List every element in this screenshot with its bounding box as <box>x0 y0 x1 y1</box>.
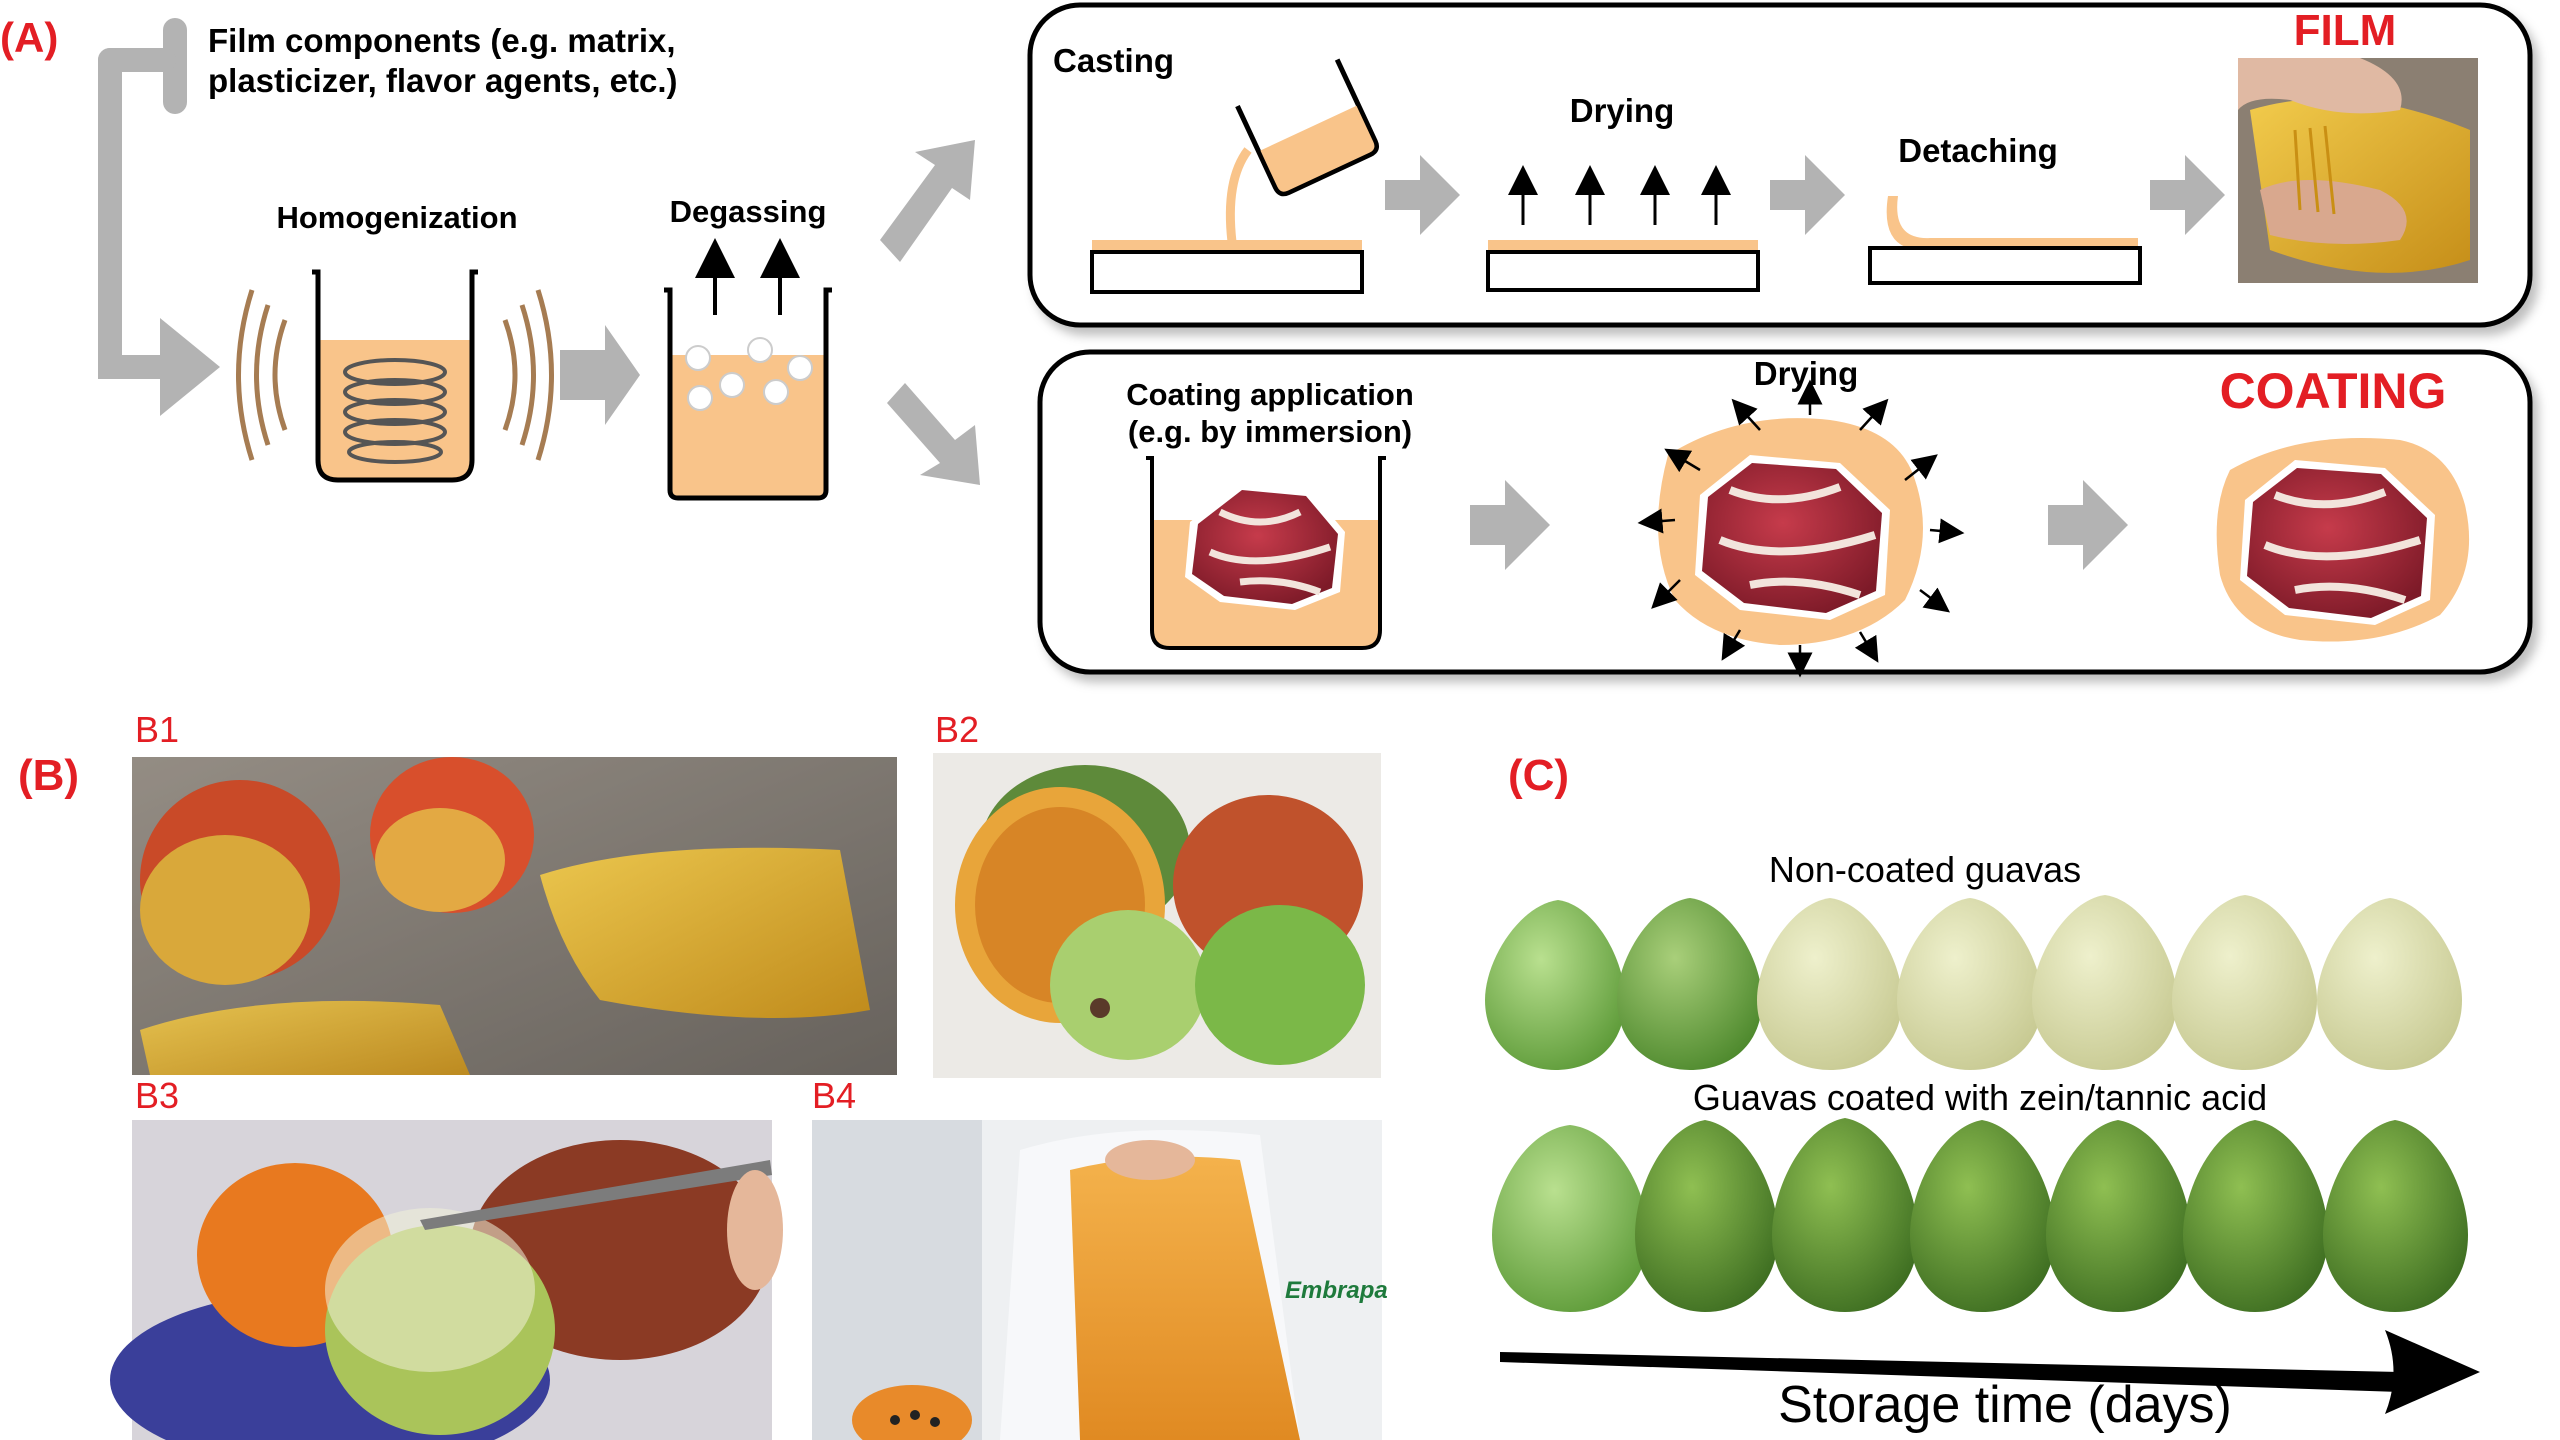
guava-noncoated-day1 <box>1485 900 1625 1070</box>
film-arrow-1 <box>1385 155 1460 235</box>
detaching-label: Detaching <box>1898 132 2058 169</box>
degassing-label: Degassing <box>670 194 827 229</box>
film-arrow-2 <box>1770 155 1845 235</box>
coating-drying-label: Drying <box>1754 355 1859 392</box>
guava-coated-day3 <box>1772 1118 1918 1312</box>
guava-noncoated-day2 <box>1617 898 1762 1070</box>
panel-a: (A) Film components (e.g. matrix, plasti… <box>0 2 2533 678</box>
row1-title: Non-coated guavas <box>1769 849 2081 890</box>
degassing-beaker <box>664 238 832 501</box>
film-drying-illustration <box>1486 165 1760 292</box>
detaching-illustration <box>1868 196 2142 285</box>
coated-guava-row <box>1492 1118 2468 1312</box>
vibration-lines-icon <box>236 289 554 461</box>
guava-noncoated-day5 <box>2032 895 2177 1070</box>
storage-time-label: Storage time (days) <box>1778 1376 2232 1434</box>
panel-b-label: (B) <box>18 751 79 800</box>
guava-noncoated-day4 <box>1897 898 2042 1070</box>
guava-coated-day1 <box>1492 1125 1648 1312</box>
photo-b1-label: B1 <box>135 709 179 750</box>
panel-a-label: (A) <box>0 14 58 61</box>
components-text-line2: plasticizer, flavor agents, etc.) <box>208 62 678 99</box>
storage-time-arrow <box>1500 1330 2480 1414</box>
guava-coated-day5 <box>2046 1120 2191 1312</box>
guava-noncoated-day3 <box>1757 898 1902 1070</box>
pouring-beaker-icon <box>1235 58 1380 197</box>
film-box: Casting Drying Detaching FILM <box>1027 2 2533 328</box>
photo-b4: Embrapa <box>812 1120 1388 1440</box>
components-bracket <box>98 18 220 416</box>
arrow-to-film <box>880 140 975 262</box>
embrapa-logo-text: Embrapa <box>1285 1277 1388 1304</box>
coating-arrow-2 <box>2048 480 2128 570</box>
coating-title: COATING <box>2220 363 2447 419</box>
panel-b: (B) B1 B2 B3 <box>18 709 1388 1440</box>
coating-arrow-1 <box>1470 480 1550 570</box>
casting-label: Casting <box>1053 42 1174 79</box>
film-photo <box>2238 58 2478 283</box>
coated-meat <box>2216 438 2470 642</box>
film-arrow-3 <box>2150 155 2225 235</box>
photo-b3-label: B3 <box>135 1075 179 1116</box>
coating-box: Coating application (e.g. by immersion) … <box>1037 349 2533 678</box>
homogenization-beaker <box>236 269 554 483</box>
guava-coated-day4 <box>1910 1120 2055 1312</box>
panel-c-label: (C) <box>1508 751 1569 800</box>
meat-icon <box>1185 482 1345 610</box>
photo-b4-label: B4 <box>812 1075 856 1116</box>
photo-b1 <box>132 757 897 1075</box>
guava-coated-day6 <box>2183 1120 2328 1312</box>
coating-drying-illustration <box>1637 379 1965 678</box>
bubbles-icon <box>685 337 813 411</box>
photo-b2 <box>933 753 1381 1078</box>
stirrer-coil-icon <box>343 358 447 464</box>
film-drying-label: Drying <box>1570 92 1675 129</box>
coating-application-line1: Coating application <box>1126 377 1414 412</box>
guava-coated-day7 <box>2323 1120 2468 1312</box>
immersion-beaker <box>1146 456 1386 650</box>
photo-b3 <box>110 1120 783 1440</box>
arrow-to-coating <box>887 383 980 485</box>
coating-application-line2: (e.g. by immersion) <box>1128 414 1412 449</box>
guava-coated-day2 <box>1635 1120 1778 1312</box>
photo-b2-label: B2 <box>935 709 979 750</box>
casting-illustration <box>1090 58 1380 294</box>
components-text-line1: Film components (e.g. matrix, <box>208 22 676 59</box>
guava-noncoated-day6 <box>2172 895 2317 1070</box>
process-arrow-1 <box>560 325 640 425</box>
guava-noncoated-day7 <box>2317 898 2462 1070</box>
non-coated-guava-row <box>1485 895 2462 1070</box>
homogenization-label: Homogenization <box>276 200 517 235</box>
film-title: FILM <box>2294 6 2397 55</box>
panel-c: (C) Non-coated guavas Guavas coated with… <box>1485 751 2480 1434</box>
row2-title: Guavas coated with zein/tannic acid <box>1693 1077 2267 1118</box>
